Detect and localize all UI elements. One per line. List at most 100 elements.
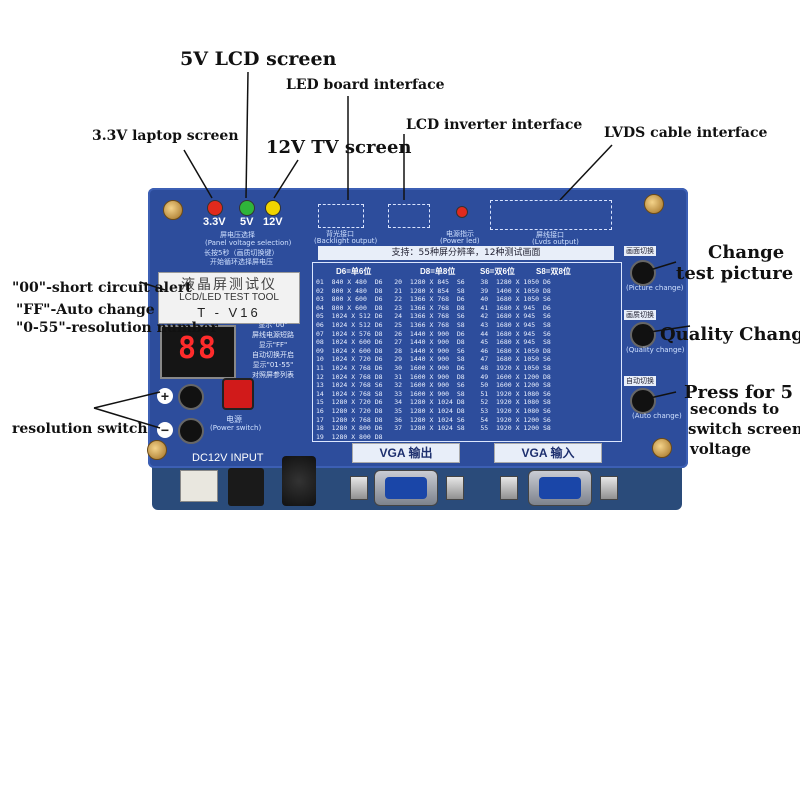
auto-change-zh: 自动切换 bbox=[624, 376, 656, 386]
col-head-d8: D8=单8位 bbox=[420, 267, 456, 276]
voltage-label-12v: 12V bbox=[263, 216, 283, 228]
vga-out-port[interactable] bbox=[374, 470, 438, 506]
inverter-connector bbox=[388, 204, 430, 228]
backlight-zh: 背光接口 bbox=[326, 230, 354, 238]
device-title-plate: 液晶屏测试仪 LCD/LED TEST TOOL T - V16 bbox=[158, 272, 300, 324]
lvds-zh: 屏线接口 bbox=[536, 231, 564, 239]
power-led-en: (Power led) bbox=[440, 237, 480, 245]
plus-icon: + bbox=[157, 388, 173, 404]
callout-led-board: LED board interface bbox=[286, 77, 445, 93]
screw-bottom-left bbox=[147, 440, 167, 460]
callout-switch-screen: switch screen bbox=[688, 420, 800, 438]
power-zh: 电源 bbox=[226, 415, 242, 424]
picture-change-zh: 画面切换 bbox=[624, 246, 656, 256]
panel-voltage-en: (Panel voltage selection) bbox=[205, 239, 292, 247]
info-line: 对照屏参列表 bbox=[252, 371, 294, 379]
device-title-zh: 液晶屏测试仪 bbox=[181, 277, 277, 293]
vga-screw bbox=[350, 476, 368, 500]
callout-voltage: voltage bbox=[690, 440, 752, 458]
callout-change: Change bbox=[708, 242, 785, 263]
info-line: 显示"00" bbox=[258, 321, 288, 329]
resolution-row: 11 1024 X 768 D6 30 1600 X 900 D6 48 192… bbox=[316, 364, 551, 372]
resolution-table bbox=[312, 262, 622, 442]
resolution-row: 04 800 X 600 D8 23 1366 X 768 D8 41 1680… bbox=[316, 303, 551, 312]
col-head-s6: S6=双6位 bbox=[480, 267, 515, 276]
resolution-row: 14 1024 X 768 S8 33 1600 X 900 S8 51 192… bbox=[316, 389, 551, 398]
callout-lvds: LVDS cable interface bbox=[604, 125, 768, 141]
vga-screw bbox=[446, 476, 464, 500]
auto-change-en: (Auto change) bbox=[632, 412, 682, 420]
col-head-d6: D6=单6位 bbox=[336, 267, 372, 276]
resolution-row: 15 1280 X 720 D6 34 1280 X 1024 D8 52 19… bbox=[316, 398, 551, 407]
picture-change-button[interactable] bbox=[630, 260, 656, 286]
vga-screw bbox=[600, 476, 618, 500]
callout-short-alert: "00"-short circuit alert bbox=[12, 280, 192, 296]
resolution-row: 16 1280 X 720 D8 35 1280 X 1024 D8 53 19… bbox=[316, 407, 551, 415]
backlight-en: (Backlight output) bbox=[314, 237, 378, 245]
voltage-label-3v3: 3.3V bbox=[203, 216, 226, 228]
callout-resolution-switch: resolution switch bbox=[12, 421, 148, 437]
screw-top-left bbox=[163, 200, 183, 220]
led-5v bbox=[239, 200, 255, 216]
device-title-en: LCD/LED TEST TOOL bbox=[179, 292, 279, 303]
quality-change-zh: 画质切换 bbox=[624, 310, 656, 320]
resolution-row: 18 1280 X 800 D6 37 1280 X 1024 S8 55 19… bbox=[316, 424, 551, 433]
resolution-row: 05 1024 X 512 D6 24 1366 X 768 S6 42 168… bbox=[316, 312, 551, 321]
resolution-row: 03 800 X 600 D6 22 1366 X 768 D6 40 1680… bbox=[316, 295, 551, 304]
callout-ff-auto: "FF"-Auto change bbox=[16, 302, 155, 318]
info-line: 显示"FF" bbox=[258, 341, 288, 349]
lvds-en: (Lvds output) bbox=[532, 238, 579, 246]
callout-test-picture: test picture bbox=[676, 263, 794, 284]
resolution-row: 09 1024 X 600 D8 28 1440 X 900 S6 46 168… bbox=[316, 346, 551, 355]
callout-resolution-number: "0-55"-resolution number bbox=[16, 320, 218, 336]
power-switch-button[interactable] bbox=[222, 378, 254, 410]
power-led bbox=[456, 206, 468, 218]
backlight-connector bbox=[318, 204, 364, 228]
dc-jack bbox=[228, 468, 264, 506]
callout-quality-change: Quality Change bbox=[660, 324, 800, 345]
picture-change-en: (Picture change) bbox=[626, 284, 684, 292]
quality-change-button[interactable] bbox=[630, 322, 656, 348]
hold-note-1: 长按5秒（画质切换键） bbox=[204, 249, 279, 257]
vga-out-label: VGA 输出 bbox=[352, 443, 460, 463]
resolution-down-button[interactable] bbox=[178, 418, 204, 444]
resolution-up-button[interactable] bbox=[178, 384, 204, 410]
support-banner: 支持：55种屏分辨率，12种测试画面 bbox=[318, 246, 614, 260]
resolution-row: 13 1024 X 768 S6 32 1600 X 900 S6 50 160… bbox=[316, 381, 551, 390]
info-line: 显示"01-55" bbox=[252, 361, 294, 369]
hold-note-2: 开始循环选择屏电压 bbox=[210, 258, 273, 266]
dc-input-label: DC12V INPUT bbox=[192, 452, 264, 464]
resolution-row: 06 1024 X 512 D6 25 1366 X 768 S8 43 168… bbox=[316, 321, 551, 329]
panel-voltage-zh: 屏电压选择 bbox=[220, 231, 255, 239]
power-led-zh: 电源指示 bbox=[446, 230, 474, 238]
quality-change-en: (Quality change) bbox=[626, 346, 685, 354]
display-value: 88 bbox=[177, 331, 219, 366]
display-info: 显示"00" 屏线电源短路 显示"FF" 自动切换开启 显示"01-55" 对照… bbox=[232, 320, 314, 380]
resolution-row: 01 840 X 480 D6 20 1280 X 845 S6 38 1280… bbox=[316, 278, 551, 286]
resolution-row: 08 1024 X 600 D6 27 1440 X 900 D8 45 168… bbox=[316, 338, 551, 347]
auto-change-button[interactable] bbox=[630, 388, 656, 414]
resolution-row: 10 1024 X 720 D6 29 1440 X 900 S8 47 168… bbox=[316, 355, 551, 364]
col-head-s8: S8=双8位 bbox=[536, 267, 571, 276]
vga-screw bbox=[500, 476, 518, 500]
callout-lcd-inverter: LCD inverter interface bbox=[406, 117, 583, 133]
callout-seconds-to: seconds to bbox=[690, 400, 780, 418]
info-line: 自动切换开启 bbox=[252, 351, 294, 359]
resolution-row: 02 800 X 480 D8 21 1280 X 854 S8 39 1400… bbox=[316, 286, 551, 295]
resolution-row: 19 1280 X 800 D8 bbox=[316, 432, 383, 441]
resolution-row: 07 1024 X 576 D8 26 1440 X 900 D6 44 168… bbox=[316, 329, 551, 338]
lcd-test-board bbox=[148, 188, 688, 468]
resolution-row: 17 1280 X 768 D8 36 1280 X 1024 S6 54 19… bbox=[316, 415, 551, 424]
callout-33v-laptop: 3.3V laptop screen bbox=[92, 128, 239, 144]
screw-top-right bbox=[644, 194, 664, 214]
white-connector bbox=[180, 470, 218, 502]
callout-12v-tv: 12V TV screen bbox=[266, 137, 412, 158]
callout-5v-lcd: 5V LCD screen bbox=[180, 48, 337, 70]
capacitor bbox=[282, 456, 316, 506]
seven-segment-display: 88 bbox=[160, 325, 236, 379]
vga-in-port[interactable] bbox=[528, 470, 592, 506]
lvds-connector bbox=[490, 200, 612, 230]
power-en: (Power switch) bbox=[210, 424, 262, 432]
screw-bottom-right bbox=[652, 438, 672, 458]
